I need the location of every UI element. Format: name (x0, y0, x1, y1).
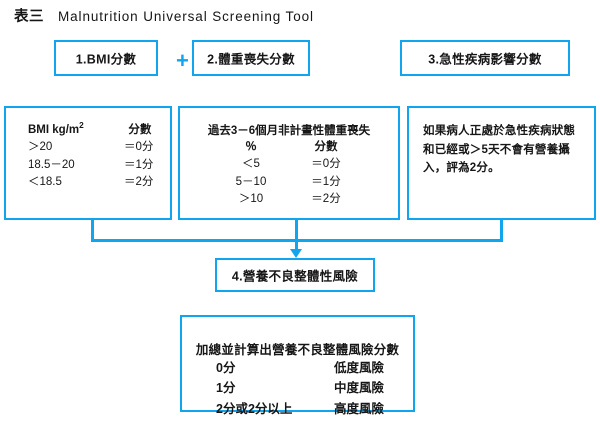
risk-summary-box: 加總並計算出營養不良整體風險分數 0分 低度風險 1分 中度風險 2分或2分以上… (180, 315, 415, 416)
bmi-score-0: ＝0分 (124, 141, 154, 154)
wl-score-1: ＝1分 (311, 175, 341, 188)
acute-disease-text: 如果病人正處於急性疾病狀態和已經或＞5天不會有營養攝入，評為2分。 (423, 125, 576, 175)
bmi-score-1: ＝1分 (124, 158, 154, 171)
page-title: Malnutrition Universal Screening Tool (58, 9, 314, 24)
weight-loss-lead: 過去3－6個月非計畫性體重喪失 (207, 125, 371, 137)
risk-summary-table: 0分 低度風險 1分 中度風險 2分或2分以上 高度風險 (216, 358, 384, 419)
bmi-criterion-2: ＜18.5 (28, 176, 62, 189)
bmi-header-criterion: BMI kg/m2 (28, 121, 84, 136)
table-row: ＞20 ＝0分 (28, 139, 153, 156)
summary-risk-1: 中度風險 (334, 381, 385, 396)
figure-number: 表三 (14, 9, 44, 25)
wl-header-score: 分數 (314, 141, 338, 153)
connector-arrow-shaft (295, 239, 298, 253)
plus-icon: + (176, 48, 189, 73)
step-2-box[interactable]: 2.體重喪失分數 (192, 40, 310, 76)
wl-criterion-0: ＜5 (242, 158, 260, 171)
wl-criterion-2: ＞10 (238, 193, 264, 206)
summary-risk-0: 低度風險 (334, 361, 385, 375)
connector-stub-left (91, 220, 94, 242)
table-row: 1分 中度風險 (216, 378, 384, 398)
bmi-header-score: 分數 (128, 124, 152, 136)
wl-score-0: ＝0分 (311, 158, 341, 171)
acute-disease-box: 如果病人正處於急性疾病狀態和已經或＞5天不會有營養攝入，評為2分。 (407, 106, 596, 220)
step-3-label: 3.急性疾病影響分數 (428, 52, 542, 67)
overall-risk-label: 4.營養不良整體性風險 (231, 269, 359, 284)
table-row: 5－10 ＝1分 (214, 174, 364, 191)
table-row: ＜18.5 ＝2分 (28, 174, 153, 191)
bmi-criterion-1: 18.5－20 (28, 158, 75, 171)
table-row: ＜5 ＝0分 (214, 156, 364, 173)
table-row: 0分 低度風險 (216, 358, 384, 378)
step-1-box[interactable]: 1.BMI分數 (54, 40, 158, 76)
weight-loss-table: ％ 分數 ＜5 ＝0分 5－10 ＝1分 ＞10 ＝2分 (214, 139, 364, 209)
figure-title: 表三 Malnutrition Universal Screening Tool (14, 5, 314, 26)
table-header-row: ％ 分數 (214, 139, 364, 156)
connector-arrow-head (290, 249, 302, 258)
step-2-label: 2.體重喪失分數 (207, 52, 295, 67)
connector-stub-center (295, 220, 298, 242)
bmi-score-box: BMI kg/m2 分數 ＞20 ＝0分 18.5－20 ＝1分 ＜18.5 ＝… (4, 106, 172, 220)
wl-criterion-1: 5－10 (235, 175, 267, 188)
summary-score-0: 0分 (216, 361, 236, 375)
bmi-score-2: ＝2分 (124, 176, 154, 189)
wl-score-2: ＝2分 (311, 193, 341, 206)
weight-loss-score-box: 過去3－6個月非計畫性體重喪失 ％ 分數 ＜5 ＝0分 5－10 ＝1分 ＞10… (178, 106, 400, 220)
table-header-row: BMI kg/m2 分數 (28, 122, 153, 139)
step-1-label: 1.BMI分數 (75, 52, 137, 67)
table-row: 2分或2分以上 高度風險 (216, 399, 384, 419)
bmi-score-table: BMI kg/m2 分數 ＞20 ＝0分 18.5－20 ＝1分 ＜18.5 ＝… (28, 122, 153, 192)
table-row: ＞10 ＝2分 (214, 191, 364, 208)
step-3-box[interactable]: 3.急性疾病影響分數 (400, 40, 570, 76)
table-row: 18.5－20 ＝1分 (28, 157, 153, 174)
summary-risk-2: 高度風險 (334, 401, 385, 416)
wl-header-criterion: ％ (245, 141, 257, 153)
summary-score-1: 1分 (216, 381, 236, 396)
bmi-unit-exponent: 2 (79, 121, 84, 131)
bmi-criterion-0: ＞20 (28, 141, 53, 154)
summary-lead: 加總並計算出營養不良整體風險分數 (195, 343, 400, 357)
connector-stub-right (500, 220, 503, 242)
overall-risk-box[interactable]: 4.營養不良整體性風險 (215, 258, 375, 292)
summary-score-2: 2分或2分以上 (216, 401, 293, 416)
